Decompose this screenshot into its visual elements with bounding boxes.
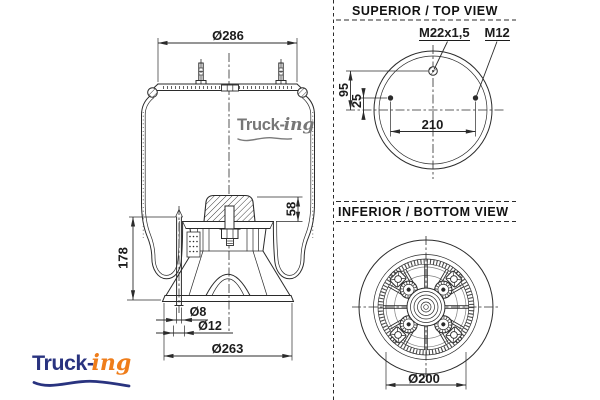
- watermark-swoosh: [237, 136, 293, 142]
- label-center-thread: M22x1,5: [419, 25, 470, 41]
- stud-left: [195, 59, 207, 86]
- piston-body: [161, 206, 295, 313]
- bottom-view-header: INFERIOR / BOTTOM VIEW: [338, 204, 509, 219]
- panel-dividers: [333, 0, 516, 400]
- center-bolt: [219, 205, 241, 246]
- brand-logo-suffix: ing: [91, 350, 132, 376]
- dim-label-piston-height: 178: [115, 247, 130, 269]
- dim-label-center-offset: 95: [336, 83, 351, 97]
- dim-label-stud-spacing: 210: [421, 116, 444, 132]
- logo-swoosh: [32, 379, 131, 388]
- dim-label-hole-small: Ø8: [189, 305, 207, 319]
- dim-label-hole-large: Ø12: [198, 318, 222, 333]
- side-view-dimensions: [127, 38, 303, 361]
- brand-watermark-text: Truck-: [237, 116, 285, 134]
- bottom-view-drawing: [352, 236, 500, 390]
- label-stud-thread: M12: [484, 25, 510, 41]
- stud-right: [275, 59, 287, 86]
- side-view-drawing: [127, 38, 315, 361]
- brand-watermark-suffix: ing: [283, 115, 315, 135]
- dim-label-bumper-height: 58: [283, 201, 298, 217]
- dim-label-stud-offset: 25: [349, 94, 364, 108]
- brand-watermark: Truck-ing: [237, 115, 314, 135]
- dim-label-top-plate-diameter: Ø286: [212, 27, 244, 43]
- m12-stud-left: [387, 95, 394, 101]
- dim-label-bottom-diameter: Ø200: [408, 370, 440, 386]
- m12-stud-right: [472, 95, 479, 101]
- top-view-header: SUPERIOR / TOP VIEW: [352, 4, 498, 18]
- dim-label-base-diameter: Ø263: [211, 340, 244, 356]
- brand-logo-text: Truck-: [32, 351, 94, 375]
- brand-logo: Truck-ing: [32, 350, 131, 376]
- top-view-drawing: [346, 41, 506, 179]
